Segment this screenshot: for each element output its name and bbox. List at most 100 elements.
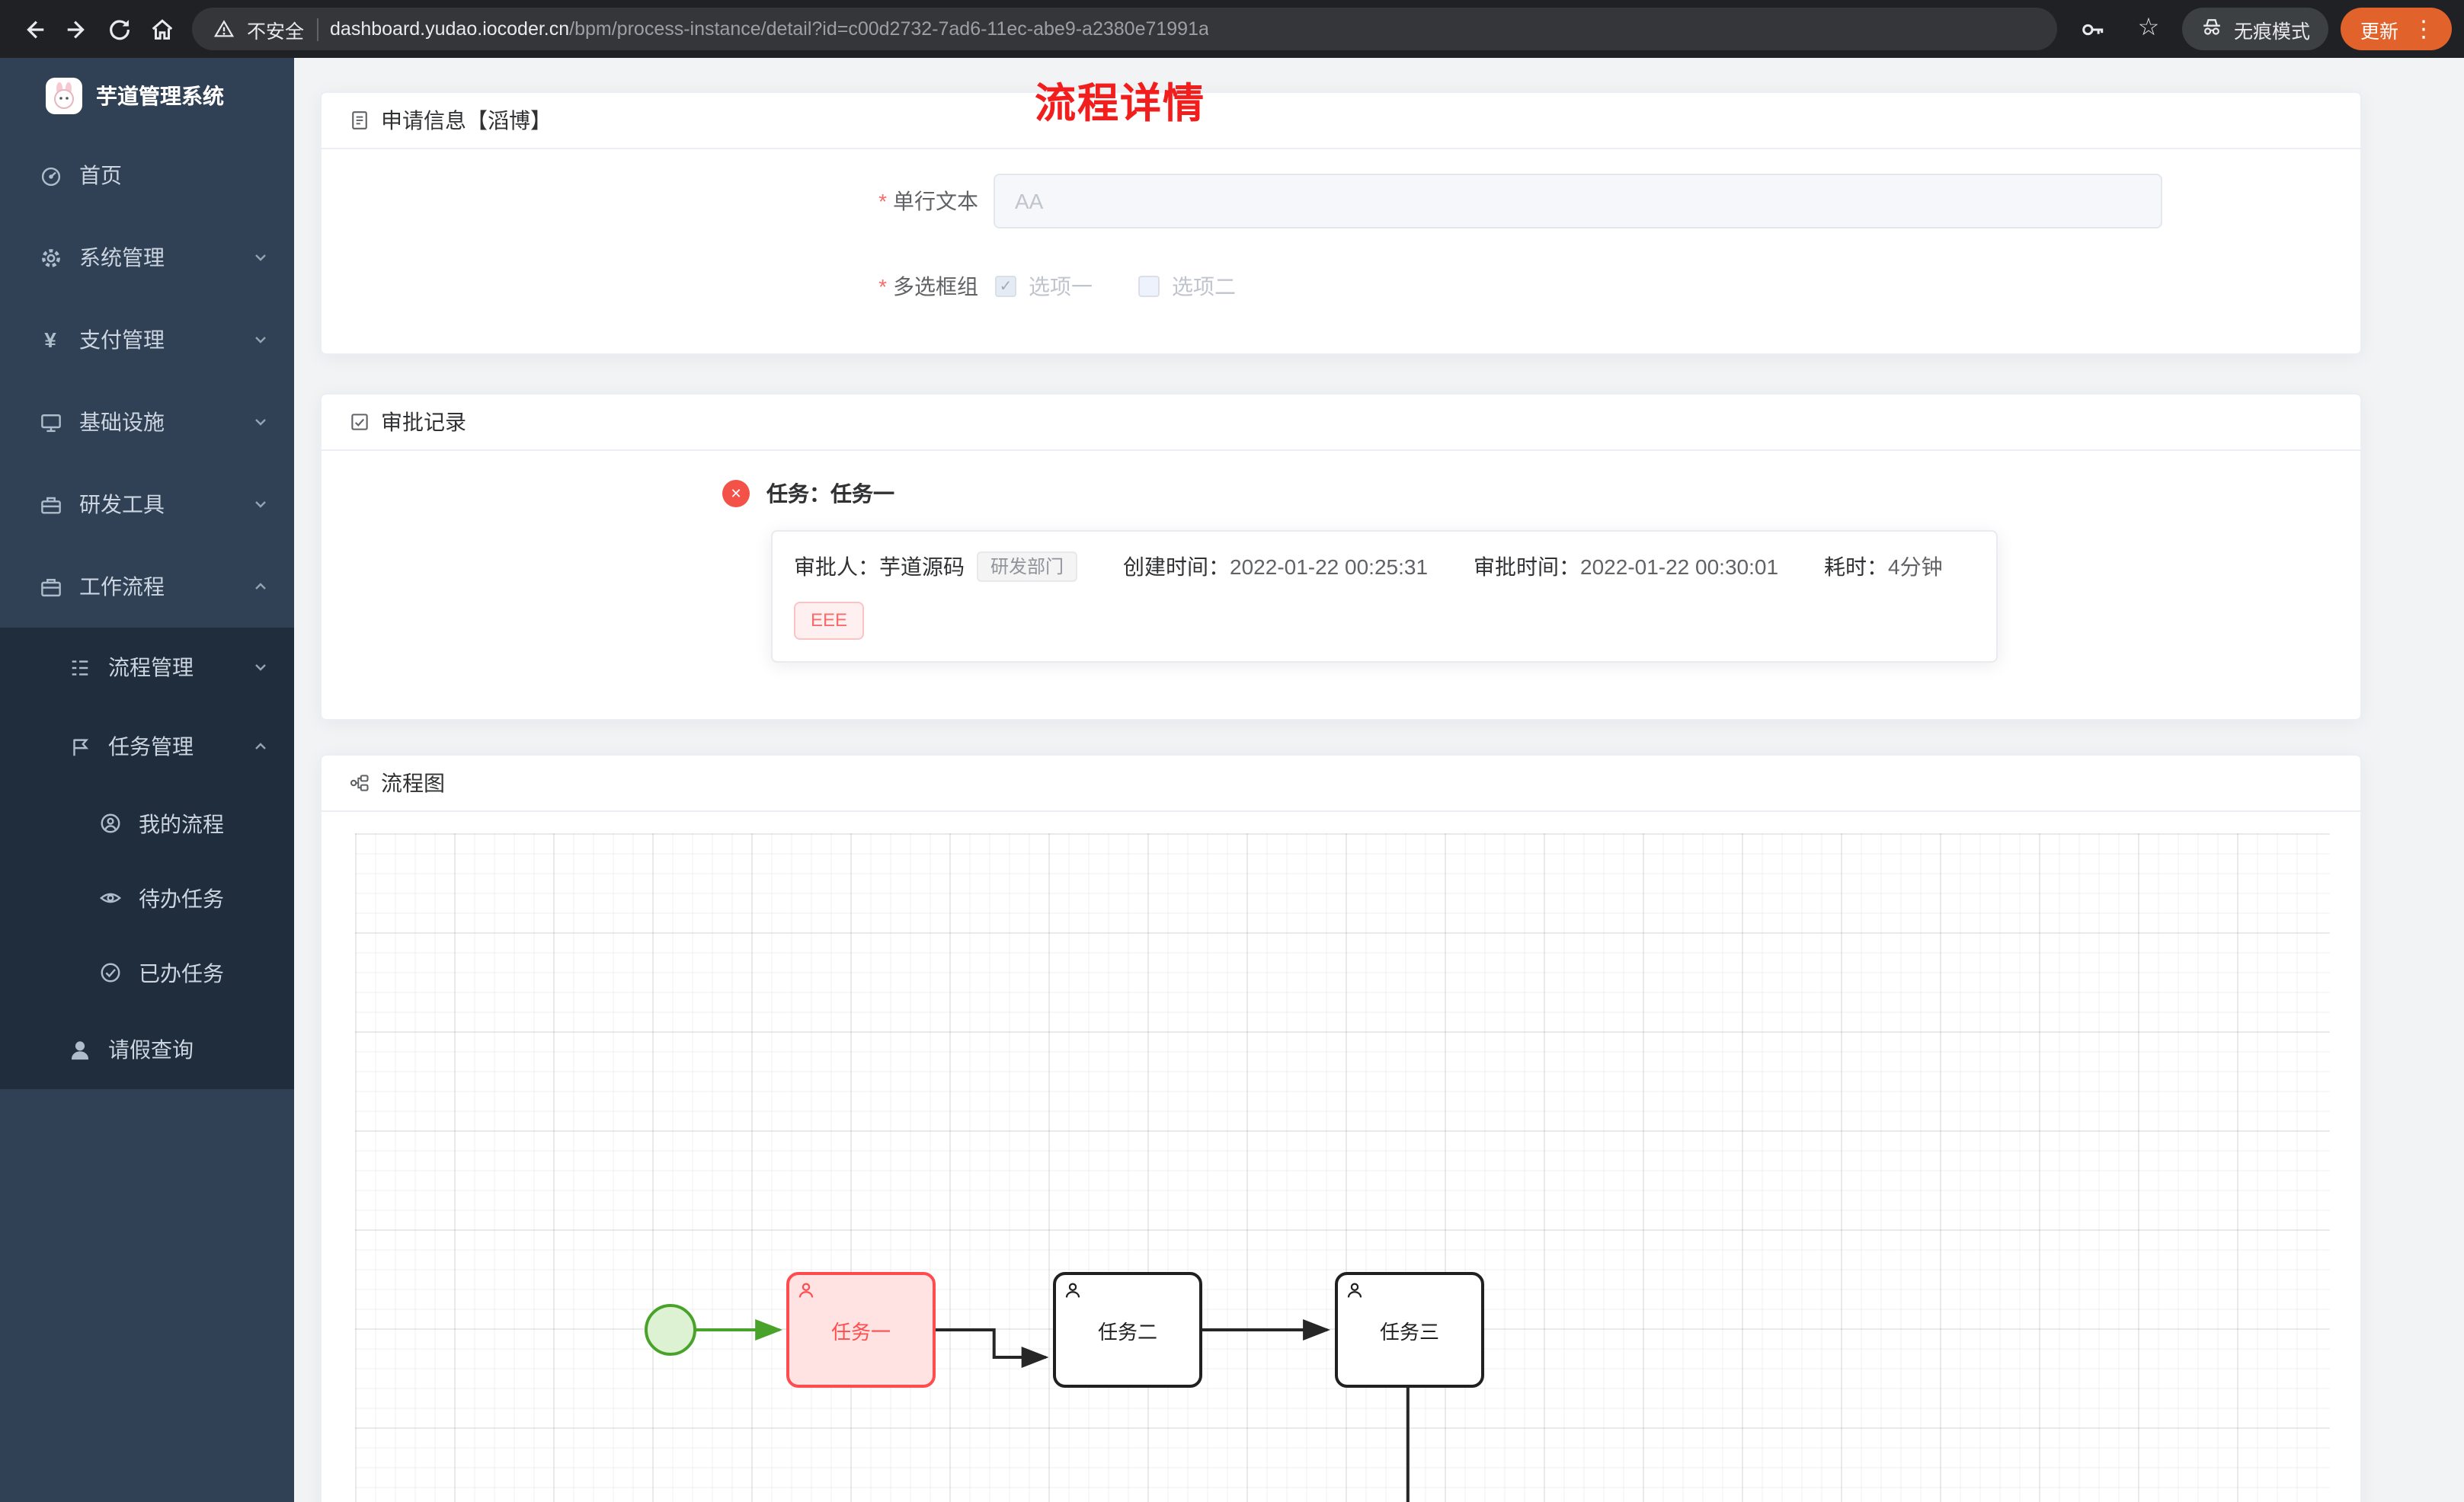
flow-task1-to-task2 xyxy=(934,1328,1049,1368)
created-segment: 创建时间： 2022-01-22 00:25:31 xyxy=(1123,551,1428,582)
process-diagram-header: 流程图 xyxy=(322,756,2360,812)
sidebar-item-label: 请假查询 xyxy=(108,1037,194,1062)
sidebar-item-todo-tasks[interactable]: 待办任务 xyxy=(0,861,294,935)
approval-detail-card: 审批人： 芋道源码 研发部门 创建时间： 2022-01-22 00:25:31… xyxy=(771,530,1998,663)
sidebar-item-leave-query[interactable]: 请假查询 xyxy=(0,1010,294,1089)
sidebar-menu: 首页系统管理 ¥支付管理基础设施研发工具工作流程流程管理任务管理我的流程待办任务已… xyxy=(0,134,294,1089)
duration-segment: 耗时： 4分钟 xyxy=(1824,551,1943,582)
task-node-1[interactable]: 任务一 xyxy=(786,1272,936,1388)
home-button[interactable] xyxy=(140,8,183,50)
apply-info-header: 申请信息【滔博】 xyxy=(322,93,2360,149)
checkbox-group-label: 多选框组 xyxy=(322,271,978,302)
sidebar-item-process-mgmt[interactable]: 流程管理 xyxy=(0,628,294,707)
approval-records-card: 审批记录 ✕ 任务：任务一 审批人： 芋道源码 研发部门 xyxy=(320,393,2362,721)
duration-label: 耗时： xyxy=(1824,554,1889,580)
single-text-input[interactable]: AA xyxy=(994,174,2162,228)
approver-name: 芋道源码 xyxy=(879,554,965,580)
not-secure-warning-icon xyxy=(213,18,235,40)
url-host: dashboard.yudao.iocoder.cn xyxy=(330,18,570,40)
approved-time: 2022-01-22 00:30:01 xyxy=(1580,554,1779,580)
department-tag: 研发部门 xyxy=(977,551,1078,583)
task-head: ✕ 任务：任务一 xyxy=(722,478,2360,509)
approved-segment: 审批时间： 2022-01-22 00:30:01 xyxy=(1474,551,1778,582)
person-icon xyxy=(66,1038,93,1061)
approved-label: 审批时间： xyxy=(1474,554,1581,580)
sidebar-item-system[interactable]: 系统管理 xyxy=(0,216,294,299)
task-title: 任务：任务一 xyxy=(766,481,894,506)
browser-menu-icon[interactable]: ⋮ xyxy=(2412,17,2435,43)
reload-button[interactable] xyxy=(98,8,140,50)
update-button[interactable]: 更新 ⋮ xyxy=(2340,8,2452,50)
main-content: 流程详情 申请信息【滔博】 单行文本 AA xyxy=(294,58,2464,1502)
security-label: 不安全 xyxy=(247,21,305,42)
sidebar-item-payment[interactable]: ¥支付管理 xyxy=(0,299,294,381)
chevron-up-icon xyxy=(251,737,270,756)
sidebar-item-infra[interactable]: 基础设施 xyxy=(0,381,294,463)
checkbox-group: ✓选项一 选项二 xyxy=(995,259,1236,314)
sidebar-item-label: 首页 xyxy=(79,163,122,187)
url-path: /bpm/process-instance/detail?id=c00d2732… xyxy=(569,18,1209,40)
bpmn-canvas[interactable]: 任务一 任务二 任务三 xyxy=(355,833,2330,1502)
chevron-down-icon xyxy=(251,413,270,431)
toolbar-right: ☆ 无痕模式 更新 ⋮ xyxy=(2072,8,2452,50)
browser-toolbar: 不安全 dashboard.yudao.iocoder.cn/bpm/proce… xyxy=(0,0,2464,58)
sidebar-item-label: 系统管理 xyxy=(79,245,165,270)
chevron-down-icon xyxy=(251,248,270,267)
checkbox-unchecked-icon xyxy=(1138,276,1160,297)
sidebar-item-label: 任务管理 xyxy=(108,734,194,759)
process-diagram-title: 流程图 xyxy=(381,771,445,795)
audit-icon xyxy=(349,411,370,433)
app-logo: 芋道管理系统 xyxy=(0,58,294,134)
eye-icon xyxy=(96,887,123,909)
url-text: dashboard.yudao.iocoder.cn/bpm/process-i… xyxy=(330,18,1209,40)
incognito-badge: 无痕模式 xyxy=(2181,8,2328,50)
created-label: 创建时间： xyxy=(1123,554,1230,580)
forward-button[interactable] xyxy=(55,8,98,50)
check-icon xyxy=(96,961,123,984)
update-label: 更新 xyxy=(2360,21,2398,42)
sidebar-item-workflow[interactable]: 工作流程 xyxy=(0,545,294,628)
address-bar[interactable]: 不安全 dashboard.yudao.iocoder.cn/bpm/proce… xyxy=(192,8,2057,50)
flag-icon xyxy=(66,735,93,758)
sequence-flows xyxy=(696,1319,1410,1502)
approval-records-header: 审批记录 xyxy=(322,395,2360,451)
document-icon xyxy=(349,110,370,131)
sidebar-item-label: 研发工具 xyxy=(79,492,165,516)
chevron-down-icon xyxy=(251,658,270,676)
sidebar-item-devtools[interactable]: 研发工具 xyxy=(0,463,294,545)
approver-label: 审批人： xyxy=(794,554,879,580)
sidebar-item-my-process[interactable]: 我的流程 xyxy=(0,786,294,861)
apply-info-title: 申请信息【滔博】 xyxy=(381,108,552,133)
gear-icon xyxy=(37,246,64,269)
back-button[interactable] xyxy=(12,8,55,50)
omnibox-divider xyxy=(316,18,318,40)
task-node-2[interactable]: 任务二 xyxy=(1053,1272,1202,1388)
sidebar-item-label: 流程管理 xyxy=(108,655,194,679)
approver-segment: 审批人： 芋道源码 研发部门 xyxy=(794,551,1078,583)
checkbox-option-2[interactable]: 选项二 xyxy=(1138,271,1236,302)
sidebar-item-task-mgmt[interactable]: 任务管理 xyxy=(0,707,294,786)
checkbox-checked-icon: ✓ xyxy=(995,276,1016,297)
sidebar: 芋道管理系统 首页系统管理 ¥支付管理基础设施研发工具工作流程流程管理任务管理我的… xyxy=(0,58,294,1502)
checkbox-option-1[interactable]: ✓选项一 xyxy=(995,271,1093,302)
chevron-down-icon xyxy=(251,331,270,349)
sidebar-item-home[interactable]: 首页 xyxy=(0,134,294,216)
task-node-3[interactable]: 任务三 xyxy=(1335,1272,1484,1388)
duration-value: 4分钟 xyxy=(1888,554,1943,580)
sidebar-item-label: 工作流程 xyxy=(79,574,165,599)
app-title: 芋道管理系统 xyxy=(96,84,224,108)
approval-detail-row: 审批人： 芋道源码 研发部门 创建时间： 2022-01-22 00:25:31… xyxy=(794,551,1975,583)
monitor-icon xyxy=(37,411,64,433)
password-key-icon[interactable] xyxy=(2072,8,2115,50)
bookmark-star-icon[interactable]: ☆ xyxy=(2127,8,2170,50)
toolbox-icon xyxy=(37,493,64,516)
start-event-node[interactable] xyxy=(645,1304,696,1356)
sidebar-item-label: 已办任务 xyxy=(139,960,224,985)
page-title: 流程详情 xyxy=(1035,81,1205,126)
incognito-icon xyxy=(2200,15,2223,43)
list-tree-icon xyxy=(66,656,93,679)
sidebar-item-done-tasks[interactable]: 已办任务 xyxy=(0,935,294,1010)
dashboard-icon xyxy=(37,164,64,187)
sidebar-item-label: 支付管理 xyxy=(79,328,165,352)
